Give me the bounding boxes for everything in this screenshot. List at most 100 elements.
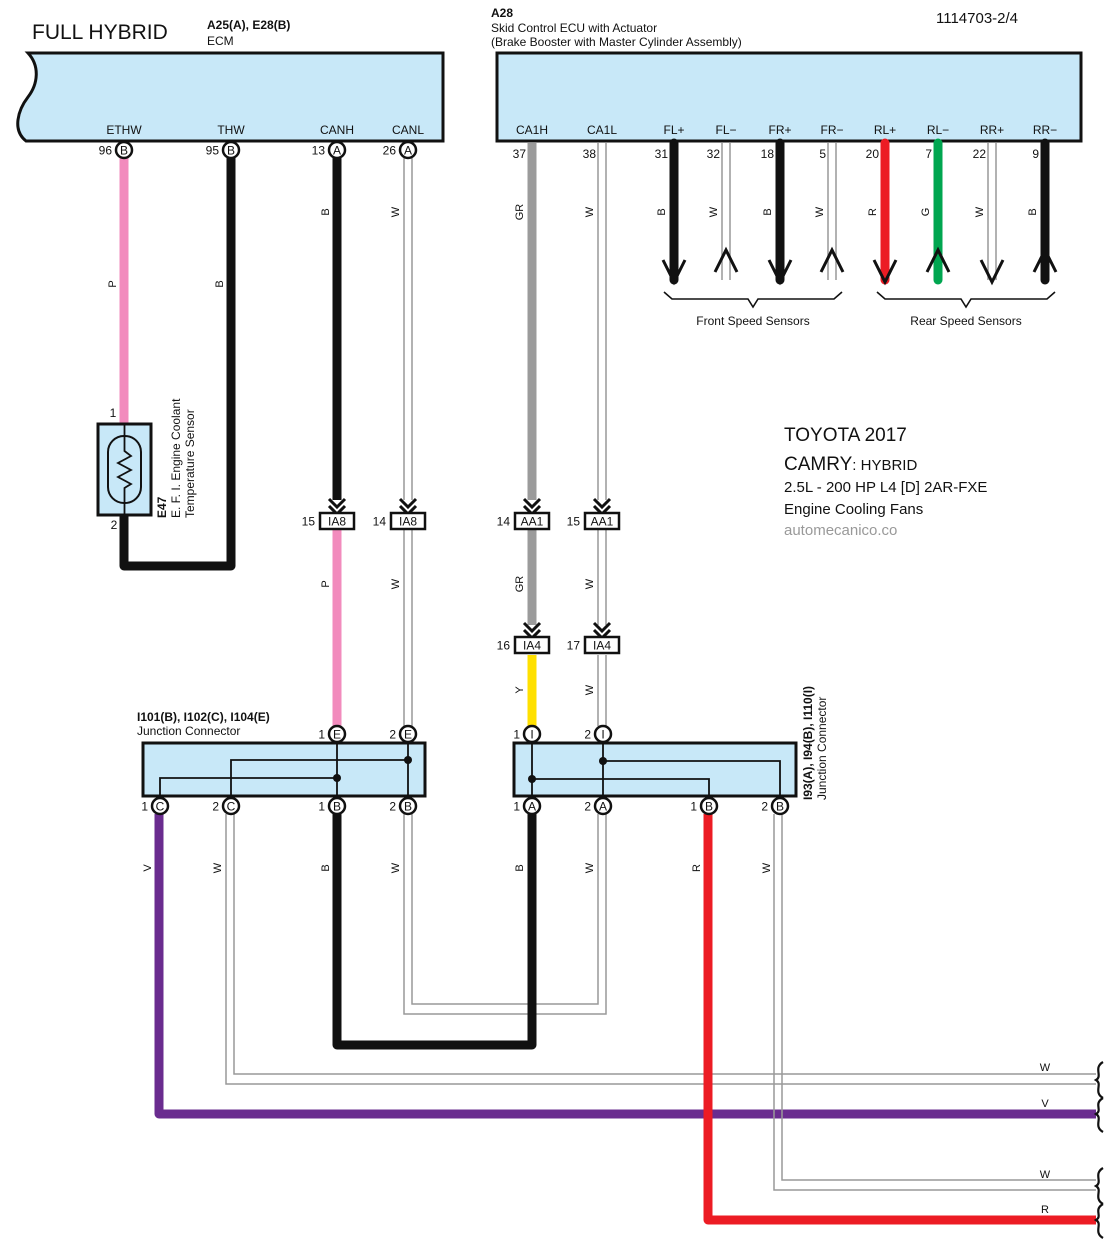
- wire-ca1l-white-low: [597, 655, 607, 726]
- connector-letter: B: [705, 800, 713, 814]
- wire-label-thw: B: [214, 280, 226, 287]
- inline-connector-id: IA4: [593, 639, 611, 653]
- junction-right-bottom-pin: A2: [584, 796, 613, 816]
- rear-sensors-brace: [876, 291, 1056, 309]
- pin-number: 2: [584, 728, 591, 742]
- skid-ecu-terminal: RR−: [1033, 123, 1057, 137]
- continuation-label-v: V: [1041, 1098, 1049, 1110]
- wire-label-ethw: P: [107, 280, 119, 287]
- junction-left-box: [141, 741, 427, 798]
- pin-number: 13: [312, 144, 326, 158]
- inline-connector-pin: 17: [567, 639, 581, 653]
- wire-ca1l-white-mid: [597, 530, 607, 625]
- skid-ecu-pin-number: 5: [819, 147, 826, 161]
- vehicle-make-year: TOYOTA 2017: [784, 425, 907, 446]
- wire-loop-white-inner-2: [411, 814, 599, 1005]
- connector-letter: A: [333, 144, 341, 158]
- wire-c2-white-a: [225, 814, 1096, 1085]
- connector-letter: I: [530, 728, 533, 742]
- skid-ecu-pin-number: 31: [655, 147, 669, 161]
- coolant-temp-sensor: 1 2 E47 E. F. I. Engine Coolant Temperat…: [96, 398, 197, 532]
- wire-label-ca1h-mid: GR: [514, 576, 526, 593]
- wire-label-b1-right: R: [691, 864, 703, 872]
- speed-sensor-wire: W: [708, 143, 739, 280]
- wire-b1-red: [703, 814, 1096, 1225]
- junction-left-top-pin: E1: [318, 724, 347, 744]
- skid-ecu-terminal: CA1H: [516, 123, 548, 137]
- wire-label-c1: V: [142, 864, 154, 872]
- skid-ecu-pin-number: 22: [973, 147, 987, 161]
- speed-sensor-wire: R: [867, 138, 898, 286]
- arrow-up-icon: [713, 246, 739, 273]
- ecm-terminal-canh: CANH: [320, 123, 354, 137]
- pin-number: 1: [513, 728, 520, 742]
- speed-wire-label: G: [920, 208, 932, 217]
- wire-canl-white: [403, 158, 413, 500]
- vehicle-system: Engine Cooling Fans: [784, 501, 923, 518]
- skid-ecu-component: A28 Skid Control ECU with Actuator (Brak…: [491, 6, 1083, 161]
- skid-ecu-pin-number: 18: [761, 147, 775, 161]
- junction-right-top-pin: I1: [513, 724, 542, 744]
- ecm-terminal-canl: CANL: [392, 123, 424, 137]
- vehicle-variant: : HYBRID: [852, 457, 917, 474]
- continuation-label-r: R: [1041, 1204, 1049, 1216]
- continuation-label-w1: W: [1040, 1062, 1051, 1074]
- ecm-pin-3: A 26: [383, 140, 418, 160]
- wire-label-ca1l-mid: W: [584, 578, 596, 589]
- pin-number: 2: [212, 800, 219, 814]
- splice-dot: [528, 775, 536, 783]
- wire-label-canh: B: [320, 208, 332, 215]
- wire-label-ca1l: W: [584, 206, 596, 217]
- skid-ecu-pin-number: 7: [925, 147, 932, 161]
- junction-right-bottom-pin: B1: [690, 796, 719, 816]
- speed-wire-label: B: [762, 208, 774, 215]
- connector-letter: B: [333, 800, 341, 814]
- diagram-title: FULL HYBRID: [32, 21, 168, 44]
- wire-label-canl-mid: W: [390, 578, 402, 589]
- connector-letter: E: [404, 728, 412, 742]
- speed-sensor-wire: B: [1027, 138, 1058, 285]
- ecm-terminal-thw: THW: [217, 123, 245, 137]
- wire-thw-black: [119, 158, 236, 571]
- junction-left-code: I101(B), I102(C), I104(E): [137, 710, 270, 724]
- arrow-up-icon: [925, 246, 951, 273]
- skid-ecu-terminal: FL−: [715, 123, 736, 137]
- skid-ecu-terminal: RL−: [927, 123, 949, 137]
- wire-label-ca1l-low: W: [584, 684, 596, 695]
- pin-number: 1: [513, 800, 520, 814]
- skid-ecu-terminal: CA1L: [587, 123, 617, 137]
- pin-number: 26: [383, 144, 397, 158]
- wire-label-c2: W: [212, 862, 224, 873]
- junction-right-top-pin: I2: [584, 724, 613, 744]
- skid-ecu-pin-number: 9: [1032, 147, 1039, 161]
- pin-number: 2: [584, 800, 591, 814]
- ecm-name: ECM: [207, 34, 234, 48]
- inline-connector-id: AA1: [591, 515, 614, 529]
- connector-letter: B: [404, 800, 412, 814]
- junction-left-bottom-pin: C1: [141, 796, 170, 816]
- break-mark-icon: [1093, 1167, 1104, 1205]
- connector-letter: B: [120, 144, 128, 158]
- pin-number: 1: [141, 800, 148, 814]
- break-mark-icon: [1093, 1097, 1104, 1133]
- pin-number: 1: [318, 728, 325, 742]
- ecm-pin-1: B95: [206, 140, 241, 160]
- junction-left-name: Junction Connector: [137, 724, 240, 738]
- connector-letter: A: [404, 144, 412, 158]
- skid-ecu-terminal: FL+: [663, 123, 684, 137]
- vehicle-engine: 2.5L - 200 HP L4 [D] 2AR-FXE: [784, 479, 987, 496]
- resistor-icon: [116, 424, 133, 515]
- speed-sensor-wire: W: [974, 143, 1005, 286]
- wire-label-canh-mid: P: [320, 580, 332, 587]
- wire-b2-white-b: [781, 814, 1096, 1181]
- skid-ecu-subname: (Brake Booster with Master Cylinder Asse…: [491, 35, 742, 49]
- skid-ecu-name: Skid Control ECU with Actuator: [491, 21, 657, 35]
- junction-left-bottom-pin: B2: [389, 796, 418, 816]
- wire-label-b2-left: W: [390, 862, 402, 873]
- sensor-pin-top: 1: [110, 406, 117, 420]
